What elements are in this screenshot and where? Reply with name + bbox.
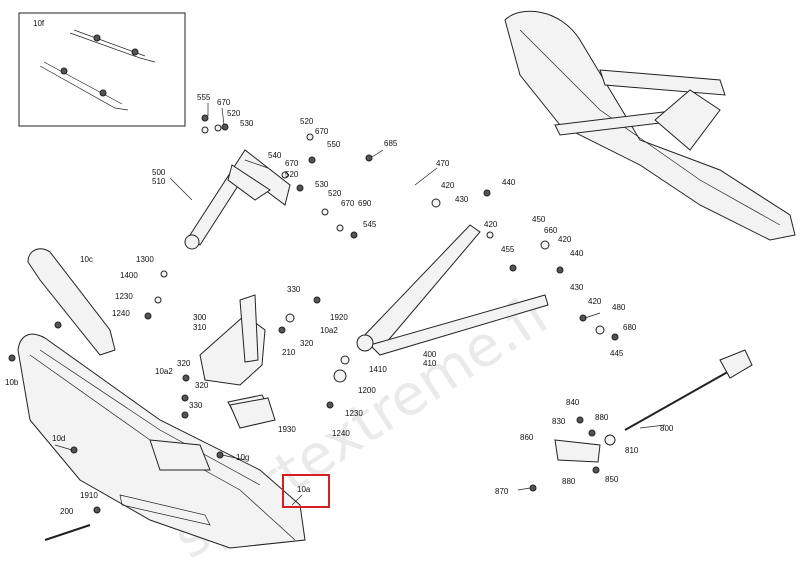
part-label: 520 [227,109,241,118]
part-label: 690 [358,199,372,208]
part-label: 670 [315,127,329,136]
spindle-illustration [199,294,273,426]
part-label: 1230 [345,409,363,418]
part-label: 10g [236,453,249,462]
part-label: 420 [558,235,572,244]
part-label: 420 [441,181,455,190]
part-label: 500 [152,168,166,177]
highlight-callout-10a[interactable]: 10a [282,474,330,508]
part-label: 1410 [369,365,387,374]
part-label: 800 [660,424,674,433]
part-label: 670 [285,159,299,168]
part-label: 400 [423,350,437,359]
lower-a-arm-illustration [356,224,549,356]
part-label: 440 [570,249,584,258]
part-label: 320 [195,381,209,390]
part-label: 880 [595,413,609,422]
part-label: 850 [605,475,619,484]
part-label: 210 [282,348,296,357]
right-ski-illustration [504,10,796,241]
part-label: 660 [544,226,558,235]
part-label: 470 [436,159,450,168]
part-label: 310 [193,323,207,332]
part-label: 450 [532,215,546,224]
part-label: 1300 [136,255,154,264]
part-label: 530 [315,180,329,189]
part-label: 685 [384,139,398,148]
part-label: 300 [193,313,207,322]
part-label: 520 [328,189,342,198]
part-label: 1400 [120,271,138,280]
part-label: 540 [268,151,282,160]
part-label: 1930 [278,425,296,434]
part-label: 840 [566,398,580,407]
part-label: 510 [152,177,166,186]
part-label: 410 [423,359,437,368]
part-label: 550 [327,140,341,149]
part-label: 10c [80,255,93,264]
part-label: 1240 [332,429,350,438]
part-label: 670 [217,98,231,107]
part-label: 870 [495,487,509,496]
part-label: 530 [240,119,254,128]
left-ski-illustration [17,248,306,549]
part-label: 10b [5,378,19,387]
part-label: 1230 [115,292,133,301]
highlight-label: 10a [297,485,311,494]
part-label: 320 [300,339,314,348]
part-label: 545 [363,220,377,229]
part-label: 555 [197,93,211,102]
part-label: 830 [552,417,566,426]
part-label: 10a2 [155,367,173,376]
part-label: 430 [570,283,584,292]
part-label: 455 [501,245,515,254]
part-label: 445 [610,349,624,358]
part-label: 680 [623,323,637,332]
upper-a-arm-illustration [184,149,291,250]
part-label: 1240 [112,309,130,318]
part-label: 880 [562,477,576,486]
part-label: 1920 [330,313,348,322]
tie-rod-illustration [554,349,753,463]
part-label: 670 [341,199,355,208]
part-label: 810 [625,446,639,455]
inset-runner-box: 10f [18,12,186,127]
part-label: 440 [502,178,516,187]
part-label: 320 [177,359,191,368]
part-label: 1910 [80,491,98,500]
part-label: 520 [285,170,299,179]
part-label: 330 [287,285,301,294]
part-label: 860 [520,433,534,442]
part-labels: 555 670 520 530 520 670 550 540 670 520 … [5,93,674,516]
part-label: 420 [484,220,498,229]
part-label: 330 [189,401,203,410]
part-label: 200 [60,507,74,516]
part-label: 10d [52,434,65,443]
part-label: 10a2 [320,326,338,335]
part-label: 480 [612,303,626,312]
part-label: 430 [455,195,469,204]
leader-lines [54,103,666,491]
part-label: 1200 [358,386,376,395]
part-label: 520 [300,117,314,126]
part-label: 420 [588,297,602,306]
inset-label: 10f [33,19,45,28]
